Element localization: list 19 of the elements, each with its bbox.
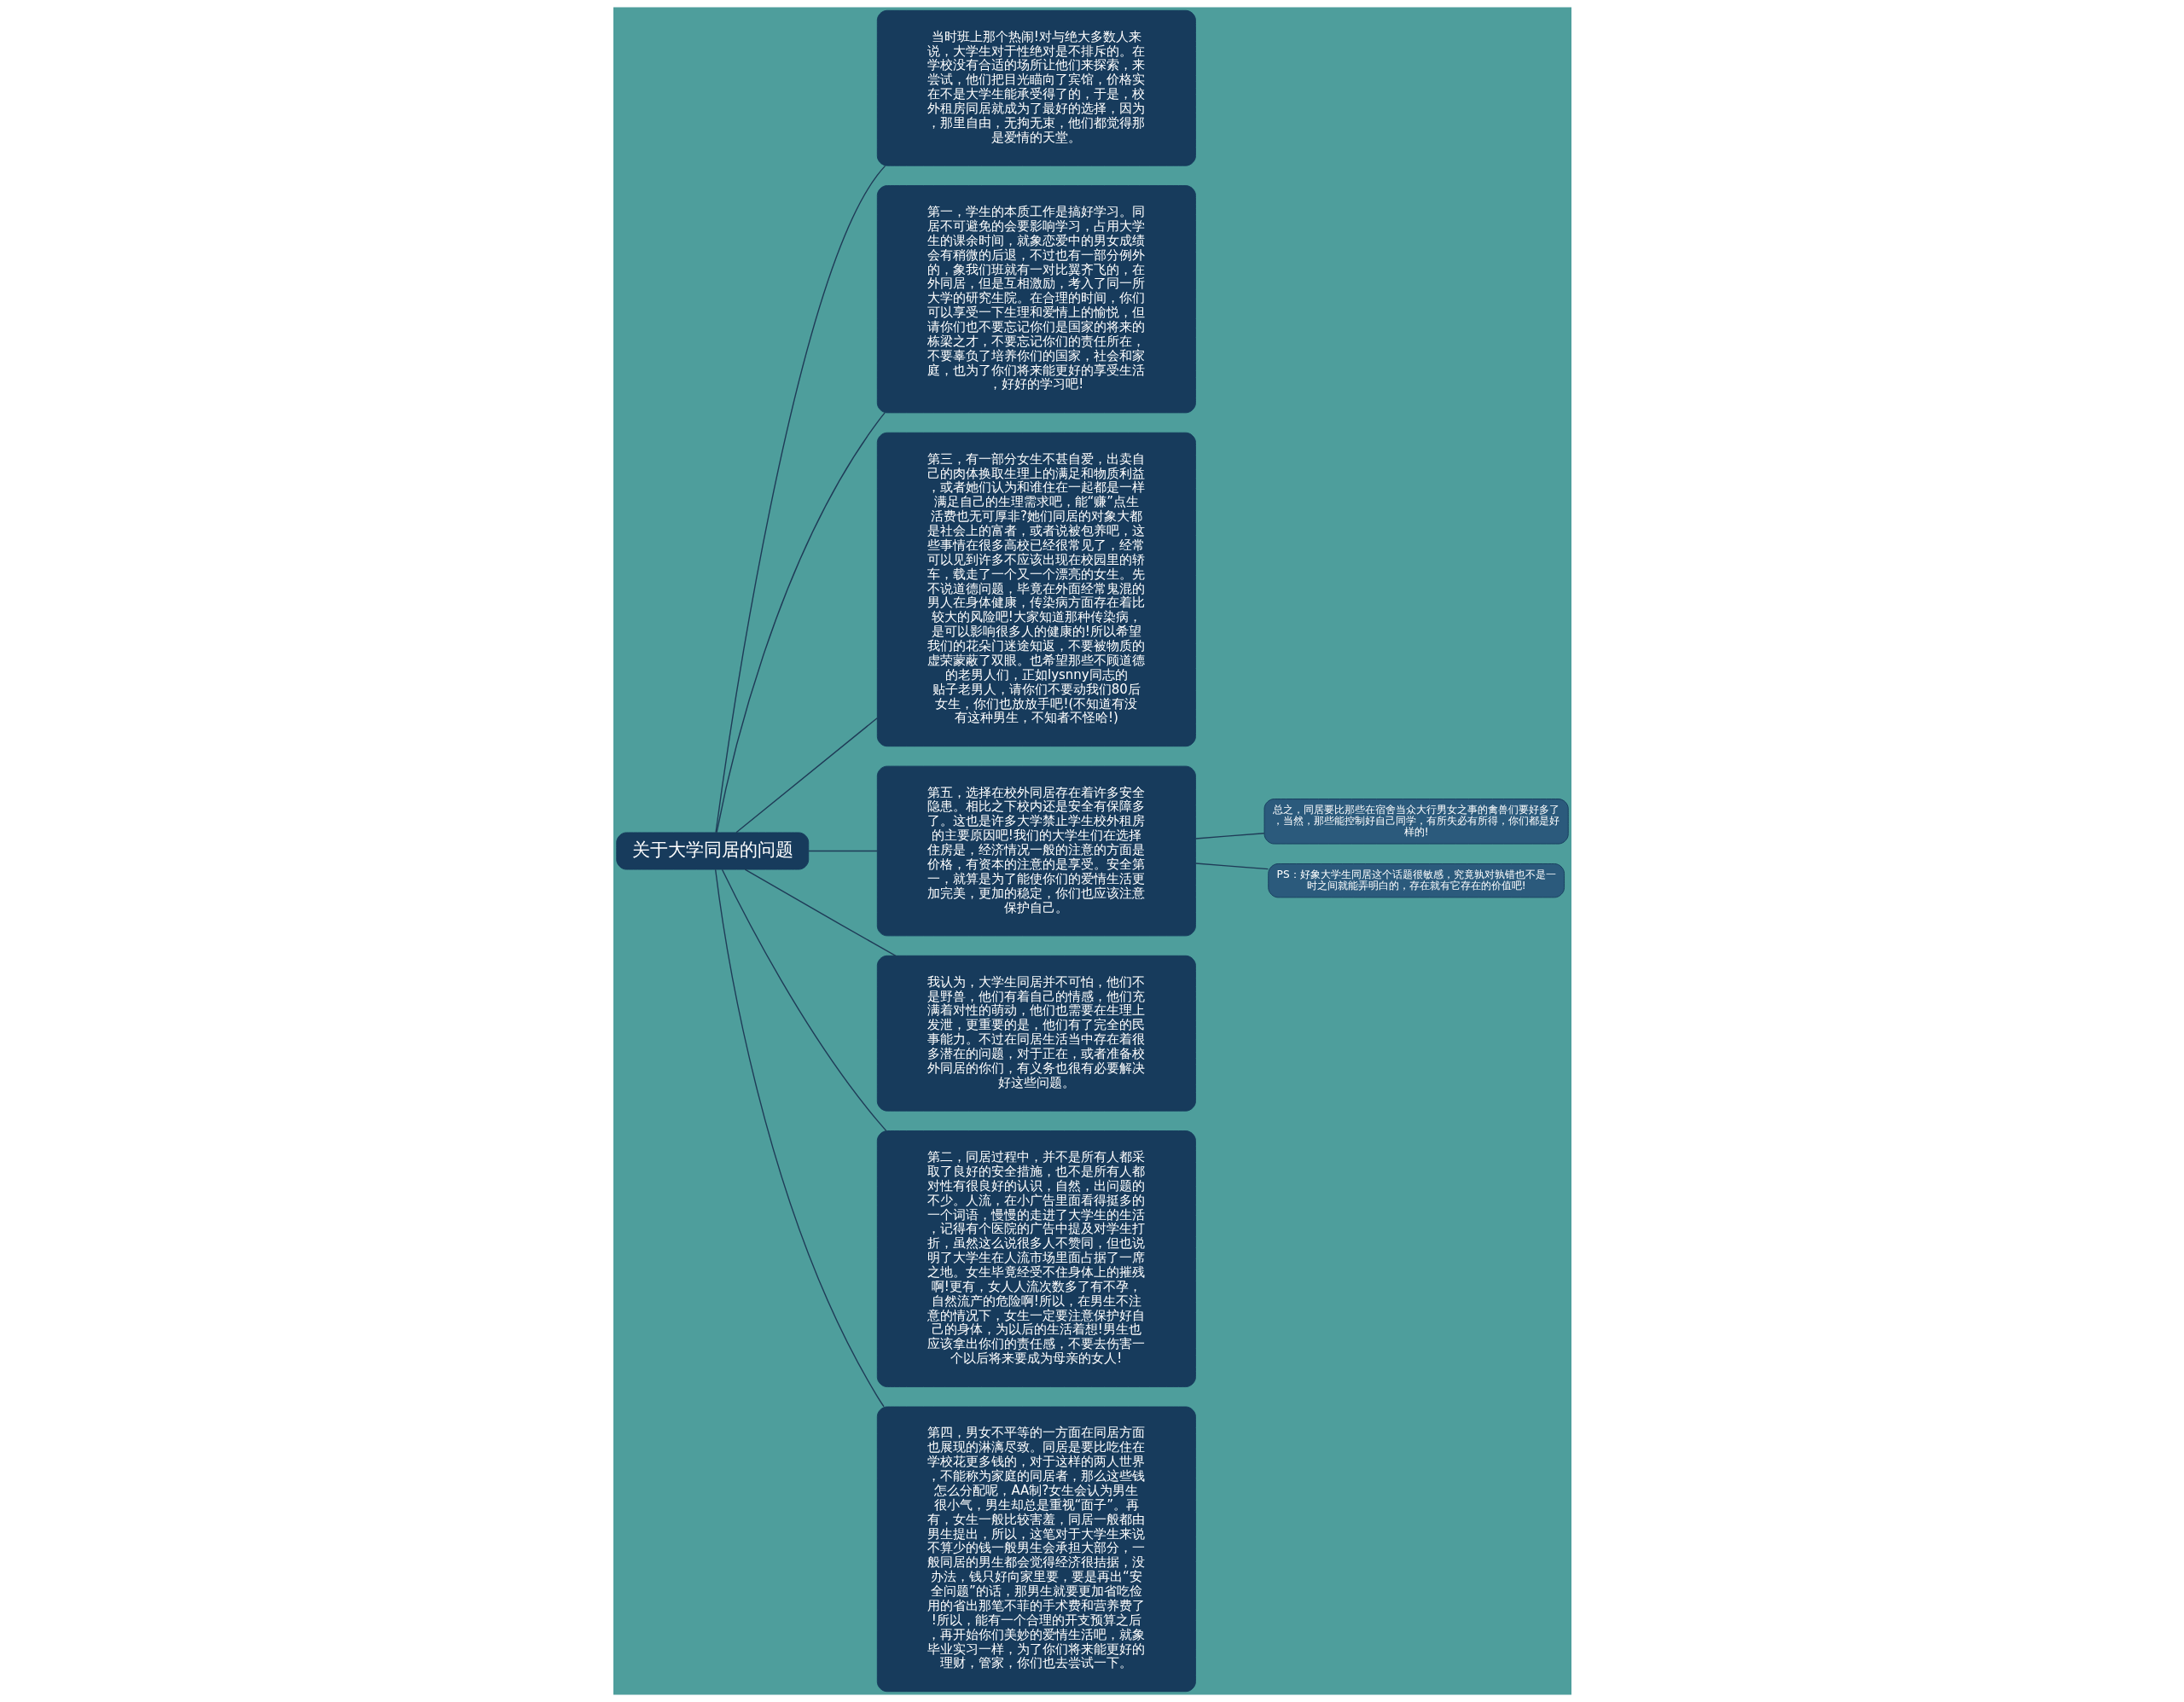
node-box: 总之，同居要比那些在宿舍当众大行男女之事的禽兽们要好多了，当然，那些能控制好自己同学，有所失必有所得，你们都是好样的!	[1263, 799, 1569, 845]
node-box: 当时班上那个热闹!对与绝大多数人来说，大学生对于性绝对是不排斥的。在学校没有合适的场所让他们来探索，来尝试，他们把目光瞄向了宾馆，价格实在不是大学生能承受得了的，于是，校外租房同居就成为了最好的选择，因为，那里自由，无拘无束，他们都觉得那是爱情的天堂。	[876, 9, 1196, 166]
node-box: 我认为，大学生同居并不可怕，他们不是野兽，他们有着自己的情感，他们充满着对性的萌动，他们也需要在生理上发泄，更重要的是，他们有了完全的民事能力。不过在同居生活当中存在着很多潜在的问题，对于正在，或者准备校外同居的你们，有义务也很有必要解决好这些问题。	[876, 955, 1196, 1112]
node-box: 关于大学同居的问题	[615, 832, 809, 870]
connector	[807, 850, 878, 852]
connector	[721, 868, 886, 1132]
node-box: PS：好象大学生同居这个话题很敏感，究竟孰对孰错也不是一时之间就能弄明白的，存在就有它存在的价值吧!	[1267, 863, 1565, 898]
node-box: 第四，男女不平等的一方面在同居方面也展现的淋漓尽致。同居是要比吃住在学校花更多钱的，对于这样的两人世界，不能称为家庭的同居者，那么这些钱怎么分配呢，AA制?女生会认为男生很小气，男生却总是重视“面子”。再有，女生一般比较害羞，同居一般都由男生提出，所以，这笔对于大学生来说不算少的钱一般男生会承担大部分，一般同居的男生都会觉得经济很拮据，没办法，钱只好向家里要，要是再出“安全问题”的话，那男生就要更加省吃俭用的省出那笔不菲的手术费和营养费了!所以，能有一个合理的开支预算之后，再开始你们美妙的爱情生活吧，就象毕业实习一样，为了你们将来能更好的理财，管家，你们也去尝试一下。	[876, 1406, 1196, 1693]
node-box: 第二，同居过程中，并不是所有人都采取了良好的安全措施，也不是所有人都对性有很良好的认识，自然，出问题的不少。人流，在小广告里面看得挺多的一个词语，慢慢的走进了大学生的生活，记得有个医院的广告中提及对学生打折，虽然这么说很多人不赞同，但也说明了大学生在人流市场里面占据了一席之地。女生毕竟经受不住身体上的摧残啊!更有，女人人流次数多了有不孕，自然流产的危险啊!所以，在男生不注意的情况下，女生一定要注意保护好自己的身体，为以后的生活着想!男生也应该拿出你们的责任感，不要去伤害一个以后将来要成为母亲的女人!	[876, 1130, 1196, 1388]
connector	[744, 868, 897, 956]
connector	[714, 868, 885, 1408]
node-box: 第一，学生的本质工作是搞好学习。同居不可避免的会要影响学习，占用大学生的课余时间，就象恋爱中的男女成绩会有稍微的后退，不过也有一部分例外的，象我们班就有一对比翼齐飞的，在外同居，但是互相激励，考入了同一所大学的研究生院。在合理的时间，你们可以享受一下生理和爱情上的愉悦，但请你们也不要忘记你们是国家的将来的栋梁之才，不要忘记你们的责任所在，不要辜负了培养你们的国家，社会和家庭，也为了你们将来能更好的享受生活，好好的学习吧!	[876, 185, 1196, 414]
connector	[1194, 863, 1269, 870]
connector	[714, 165, 886, 834]
connector	[715, 412, 886, 834]
node-box: 第三，有一部分女生不甚自爱，出卖自己的肉体换取生理上的满足和物质利益，或者她们认为和谁住在一起都是一样满足自己的生理需求吧，能“赚”点生活费也无可厚非?她们同居的对象大都是社会上的富者，或者说被包养吧，这些事情在很多高校已经很常见了，经常可以见到许多不应该出现在校园里的轿车，载走了一个又一个漂亮的女生。先不说道德问题，毕竟在外面经常鬼混的男人在身体健康，传染病方面存在着比较大的风险吧!大家知道那种传染病，是可以影响很多人的健康的!所以希望我们的花朵门迷途知返，不要被物质的虚荣蒙蔽了双眼。也希望那些不顾道德的老男人们，正如lysnny同志的贴子老男人，请你们不要动我们80后女生，你们也放放手吧!(不知道有没有这种男生，不知者不怪哈!)	[876, 432, 1196, 747]
node-box: 第五，选择在校外同居存在着许多安全隐患。相比之下校内还是安全有保障多了。这也是许多大学禁止学生校外租房的主要原因吧!我们的大学生们在选择住房是，经济情况一般的注意的方面是价格，有资本的注意的是享受。安全第一，就算是为了能使你们的爱情生活更加完美，更加的稳定，你们也应该注意保护自己。	[876, 765, 1196, 937]
connector	[735, 717, 878, 834]
connector	[1194, 833, 1265, 839]
